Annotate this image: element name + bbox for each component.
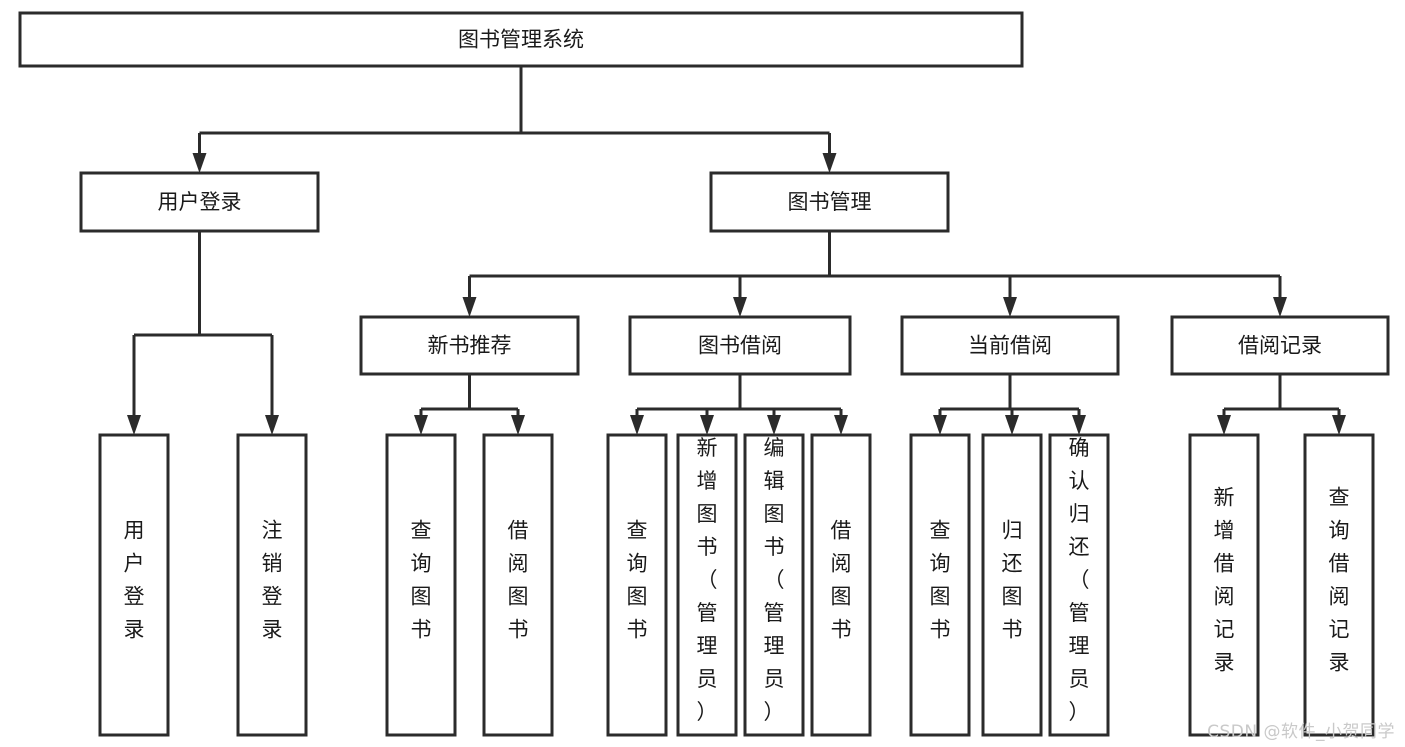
node-label: 借阅图书	[831, 519, 852, 642]
node-box-借阅图书[interactable]	[482, 433, 554, 737]
node-label: 查询图书	[930, 519, 951, 642]
arrow-head-icon	[1003, 297, 1017, 317]
node-box-新书推荐[interactable]	[359, 315, 580, 376]
node-label: 查询图书	[411, 519, 432, 642]
node-box-查询图书[interactable]	[385, 433, 457, 737]
arrow-head-icon	[700, 415, 714, 435]
arrow-head-icon	[127, 415, 141, 435]
arrow-head-icon	[1072, 415, 1086, 435]
node-box-图书管理[interactable]	[709, 171, 950, 233]
node-box-注销登录[interactable]	[236, 433, 308, 737]
arrow-head-icon	[630, 415, 644, 435]
node-level2-1[interactable]: 图书管理	[709, 171, 950, 233]
node-box-图书借阅[interactable]	[628, 315, 852, 376]
node-label: 新增借阅记录	[1214, 486, 1235, 675]
node-label: 用户登录	[124, 519, 145, 642]
node-leaf-10[interactable]: 确认归还（管理员）	[1048, 433, 1110, 737]
arrow-head-icon	[733, 297, 747, 317]
arrow-head-icon	[192, 153, 207, 173]
node-level3-0[interactable]: 新书推荐	[359, 315, 580, 376]
node-leaf-1[interactable]: 注销登录	[236, 433, 308, 737]
node-level3-1[interactable]: 图书借阅	[628, 315, 852, 376]
node-label: 确认归还（管理员）	[1069, 436, 1090, 724]
connector-layer	[127, 66, 1346, 435]
node-label: 查询图书	[627, 519, 648, 642]
node-leaf-9[interactable]: 归还图书	[981, 433, 1043, 737]
node-box-用户登录[interactable]	[79, 171, 320, 233]
node-layer: 图书管理系统用户登录图书管理新书推荐图书借阅当前借阅借阅记录用户登录注销登录查询…	[18, 11, 1390, 737]
node-label: 当前借阅	[968, 334, 1052, 358]
node-leaf-6[interactable]: 编辑图书（管理员）	[743, 433, 805, 737]
node-level2-0[interactable]: 用户登录	[79, 171, 320, 233]
node-label: 查询借阅记录	[1329, 486, 1350, 675]
node-leaf-2[interactable]: 查询图书	[385, 433, 457, 737]
node-box-当前借阅[interactable]	[900, 315, 1120, 376]
node-box-新增借阅记录[interactable]	[1188, 433, 1260, 737]
node-leaf-4[interactable]: 查询图书	[606, 433, 668, 737]
node-label: 图书管理系统	[458, 28, 584, 52]
node-box-查询借阅记录[interactable]	[1303, 433, 1375, 737]
arrow-head-icon	[822, 153, 837, 173]
node-leaf-8[interactable]: 查询图书	[909, 433, 971, 737]
arrow-head-icon	[933, 415, 947, 435]
node-leaf-11[interactable]: 新增借阅记录	[1188, 433, 1260, 737]
node-leaf-12[interactable]: 查询借阅记录	[1303, 433, 1375, 737]
arrow-head-icon	[1273, 297, 1287, 317]
arrow-head-icon	[1217, 415, 1231, 435]
node-box-新增图书管理员[interactable]	[676, 433, 738, 737]
node-label: 新增图书（管理员）	[697, 436, 718, 724]
node-leaf-3[interactable]: 借阅图书	[482, 433, 554, 737]
node-leaf-5[interactable]: 新增图书（管理员）	[676, 433, 738, 737]
node-box-用户登录[interactable]	[98, 433, 170, 737]
arrow-head-icon	[462, 297, 477, 317]
node-label: 借阅记录	[1238, 334, 1322, 358]
arrow-head-icon	[834, 415, 848, 435]
node-leaf-7[interactable]: 借阅图书	[810, 433, 872, 737]
arrow-head-icon	[414, 415, 428, 435]
node-level3-3[interactable]: 借阅记录	[1170, 315, 1390, 376]
node-box-编辑图书管理员[interactable]	[743, 433, 805, 737]
node-label: 归还图书	[1002, 519, 1023, 642]
node-label: 图书管理	[788, 190, 872, 214]
node-box-归还图书[interactable]	[981, 433, 1043, 737]
node-label: 借阅图书	[508, 519, 529, 642]
node-root-0[interactable]: 图书管理系统	[18, 11, 1024, 68]
node-leaf-0[interactable]: 用户登录	[98, 433, 170, 737]
node-label: 注销登录	[262, 519, 283, 642]
node-level3-2[interactable]: 当前借阅	[900, 315, 1120, 376]
node-label: 新书推荐	[428, 334, 512, 358]
node-box-查询图书[interactable]	[606, 433, 668, 737]
arrow-head-icon	[767, 415, 781, 435]
node-label: 用户登录	[158, 190, 242, 214]
arrow-head-icon	[511, 415, 525, 435]
node-label: 图书借阅	[698, 334, 782, 358]
arrow-head-icon	[1332, 415, 1346, 435]
node-box-借阅记录[interactable]	[1170, 315, 1390, 376]
node-box-图书管理系统[interactable]	[18, 11, 1024, 68]
arrow-head-icon	[1005, 415, 1019, 435]
node-box-查询图书[interactable]	[909, 433, 971, 737]
node-box-借阅图书[interactable]	[810, 433, 872, 737]
node-box-确认归还管理员[interactable]	[1048, 433, 1110, 737]
node-label: 编辑图书（管理员）	[764, 436, 785, 724]
arrow-head-icon	[265, 415, 279, 435]
